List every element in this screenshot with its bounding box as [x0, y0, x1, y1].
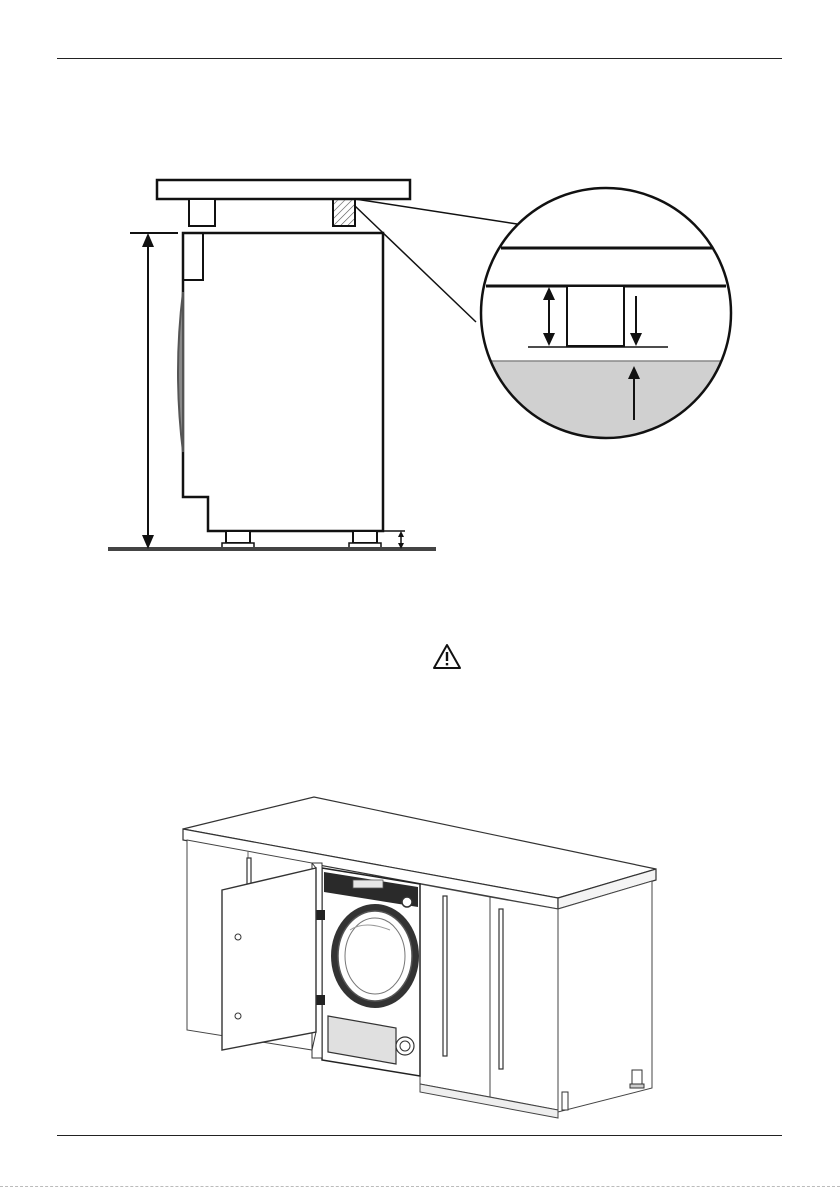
- door-profile: [178, 292, 183, 452]
- foot-left: [226, 531, 250, 543]
- footer-rule: [57, 1135, 782, 1136]
- appliance-body: [183, 233, 383, 531]
- dryer-appliance: [322, 868, 420, 1076]
- cabinet-worktop: [183, 797, 656, 898]
- warning-icon: [432, 643, 462, 671]
- cabinet-door-right-1: [420, 884, 490, 1097]
- page-edge-dashes: [0, 1186, 840, 1187]
- detail-circle: [480, 188, 740, 441]
- support-block-right-hatched: [333, 199, 355, 226]
- foot-right: [353, 531, 377, 543]
- cabinet-door-open: [222, 868, 316, 1050]
- worktop: [157, 180, 410, 199]
- side-view-drawing: [0, 0, 840, 600]
- support-block-left: [189, 199, 215, 226]
- cabinet-door-right-2: [490, 897, 558, 1110]
